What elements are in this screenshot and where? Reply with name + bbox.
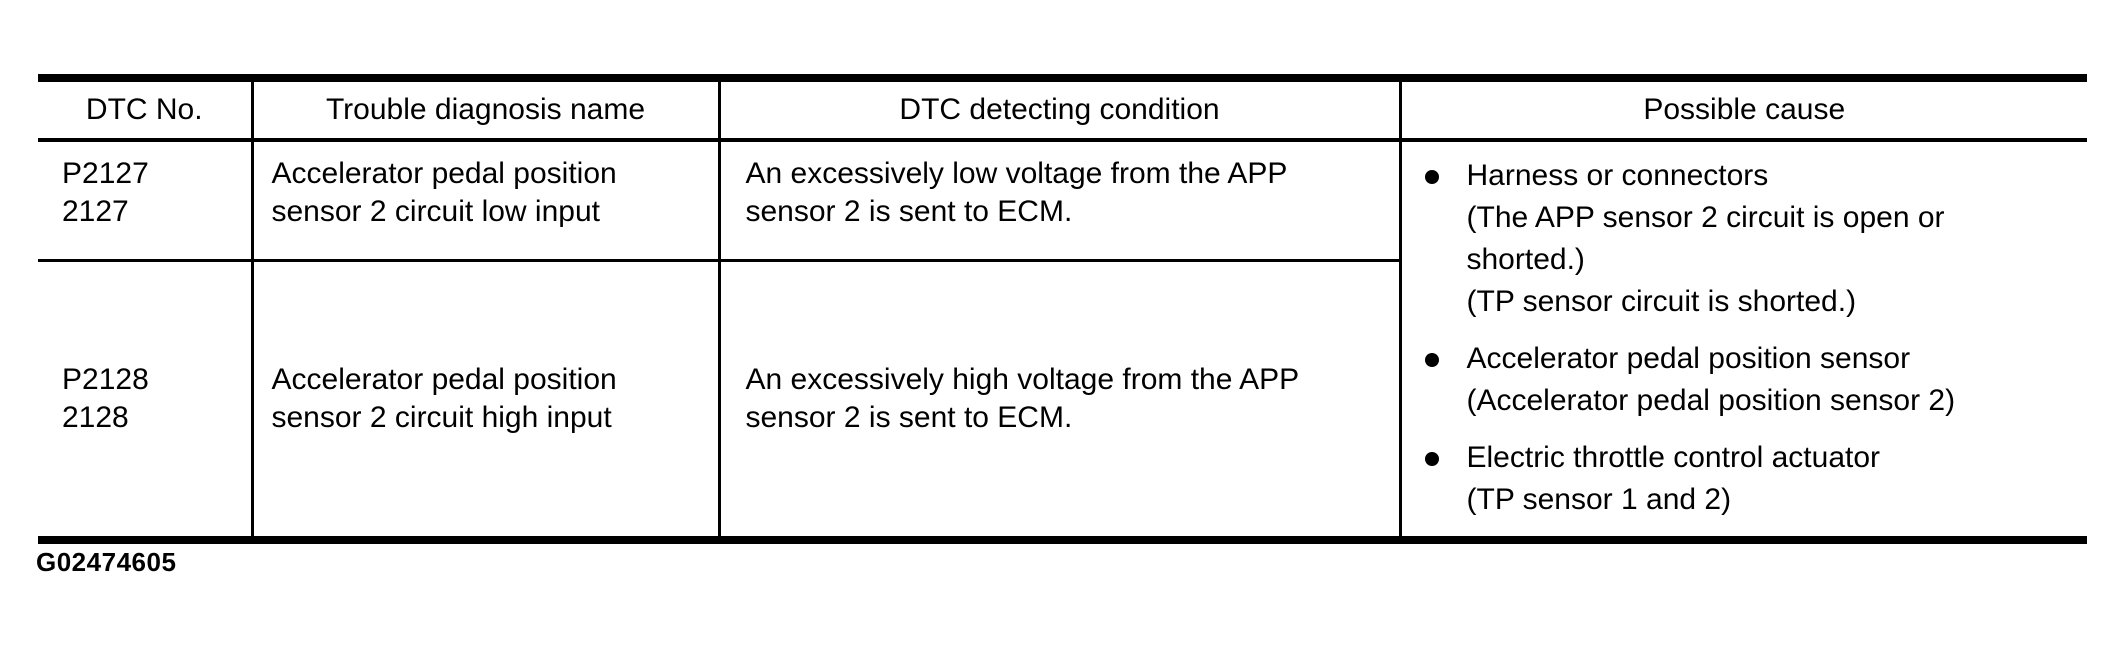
- cell-trouble-diagnosis-name-p2128: Accelerator pedal position sensor 2 circ…: [252, 260, 721, 540]
- column-header-dtc-no: DTC No.: [38, 78, 254, 142]
- bullet-icon: [1424, 353, 1439, 367]
- possible-cause-label: Harness or connectors: [1466, 159, 1769, 192]
- cell-trouble-diagnosis-name-p2127: Accelerator pedal position sensor 2 circ…: [252, 140, 721, 262]
- table-row-p2127: P2127 2127 Accelerator pedal position se…: [38, 140, 2087, 516]
- cell-dtc-detecting-condition-p2127: An excessively low voltage from the APP …: [719, 140, 1402, 262]
- figure-label: G02474605: [36, 547, 177, 577]
- possible-cause-label: Accelerator pedal position sensor: [1466, 342, 1911, 375]
- possible-cause-details: (The APP sensor 2 circuit is open or sho…: [1466, 201, 1945, 318]
- possible-cause-label: Electric throttle control actuator: [1466, 441, 1881, 474]
- table-header-row: DTC No. Trouble diagnosis name DTC detec…: [38, 78, 2087, 142]
- cell-dtc-detecting-condition-p2128: An excessively high voltage from the APP…: [719, 260, 1402, 540]
- column-header-trouble-diagnosis-name: Trouble diagnosis name: [252, 78, 721, 142]
- column-header-possible-cause: Possible cause: [1400, 78, 2087, 142]
- cell-possible-cause: Harness or connectors (The APP sensor 2 …: [1400, 140, 2087, 540]
- bullet-icon: [1424, 170, 1439, 184]
- cell-dtc-no-p2128: P2128 2128: [38, 260, 254, 540]
- possible-cause-details: (TP sensor 1 and 2): [1466, 483, 1732, 516]
- possible-cause-item-app-sensor: Accelerator pedal position sensor (Accel…: [1422, 338, 2076, 422]
- table-row-p2128: P2128 2128 Accelerator pedal position se…: [38, 260, 2087, 540]
- possible-cause-item-harness: Harness or connectors (The APP sensor 2 …: [1422, 155, 2076, 323]
- dtc-table: DTC No. Trouble diagnosis name DTC detec…: [38, 74, 2087, 544]
- bullet-icon: [1424, 452, 1439, 466]
- cell-dtc-no-p2127: P2127 2127: [38, 140, 254, 262]
- possible-cause-details: (Accelerator pedal position sensor 2): [1466, 384, 1956, 417]
- column-header-dtc-detecting-condition: DTC detecting condition: [719, 78, 1402, 142]
- possible-cause-item-throttle-actuator: Electric throttle control actuator (TP s…: [1422, 437, 2076, 521]
